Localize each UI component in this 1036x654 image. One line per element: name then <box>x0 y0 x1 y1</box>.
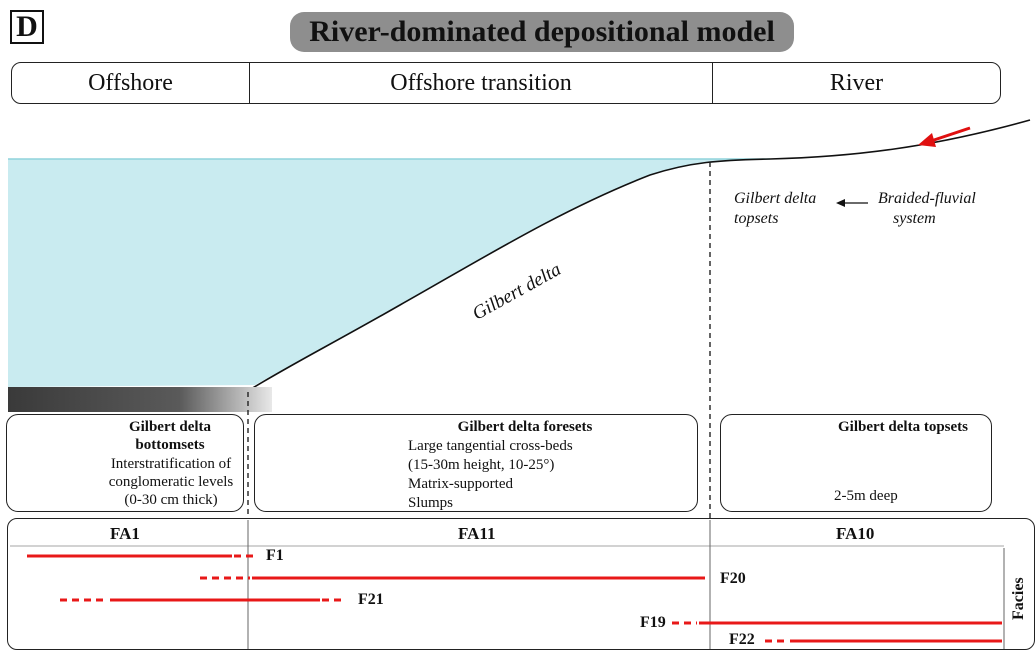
topsets-label-2: topsets <box>734 210 779 227</box>
topsets-title: Gilbert delta topsets <box>838 419 968 435</box>
foresets-desc-2: (15-30m height, 10-25°) <box>408 457 555 473</box>
arrow-head-icon <box>836 199 845 207</box>
foresets-desc-1: Large tangential cross-beds <box>408 438 573 454</box>
bottomsets-panel <box>6 414 244 512</box>
env-river: River <box>829 70 884 96</box>
diagram-title: River-dominated depositional model <box>290 12 794 52</box>
bottomsets-desc-3: (0-30 cm thick) <box>124 492 218 508</box>
bottomsets-desc-1: Interstratification of <box>110 456 232 472</box>
bottomsets-desc-2: conglomeratic levels <box>108 474 234 490</box>
facies-label-f19: F19 <box>640 614 666 631</box>
facies-label-f21: F21 <box>358 591 384 608</box>
foresets-title: Gilbert delta foresets <box>457 419 593 435</box>
foresets-desc-4: Slumps <box>408 495 454 511</box>
topsets-label-1: Gilbert delta <box>734 190 817 207</box>
bottomset-layer <box>8 387 272 412</box>
topsets-panel <box>720 414 992 512</box>
topsets-depth: 2-5m deep <box>834 488 898 504</box>
env-offshore: Offshore <box>12 63 250 103</box>
fluvial-label-2: system <box>893 210 936 227</box>
water-body <box>8 159 770 387</box>
environment-bar: Offshore Offshore transition River <box>11 62 1001 104</box>
flow-arrow-icon <box>918 126 971 147</box>
env-offshore-transition: Offshore transition <box>250 63 713 103</box>
facies-label-f20: F20 <box>720 570 746 587</box>
fa-header-2: FA11 <box>458 524 496 543</box>
facies-table <box>7 518 1035 650</box>
fluvial-label-1: Braided-fluvial <box>878 190 976 207</box>
bottomsets-title-1: Gilbert delta <box>128 419 212 435</box>
panel-letter: D <box>10 10 44 44</box>
delta-profile-line <box>245 119 1031 393</box>
foresets-panel <box>254 414 698 512</box>
facies-range-lines <box>27 554 1002 643</box>
foresets-desc-3: Matrix-supported <box>408 476 513 492</box>
fa-header-3: FA10 <box>836 524 875 543</box>
facies-side-label: Facies <box>1010 577 1027 620</box>
facies-label-f22: F22 <box>729 631 755 648</box>
facies-label-f1: F1 <box>266 547 284 564</box>
fa-header-1: FA1 <box>110 524 140 543</box>
bottomsets-title-2: bottomsets <box>135 437 205 453</box>
